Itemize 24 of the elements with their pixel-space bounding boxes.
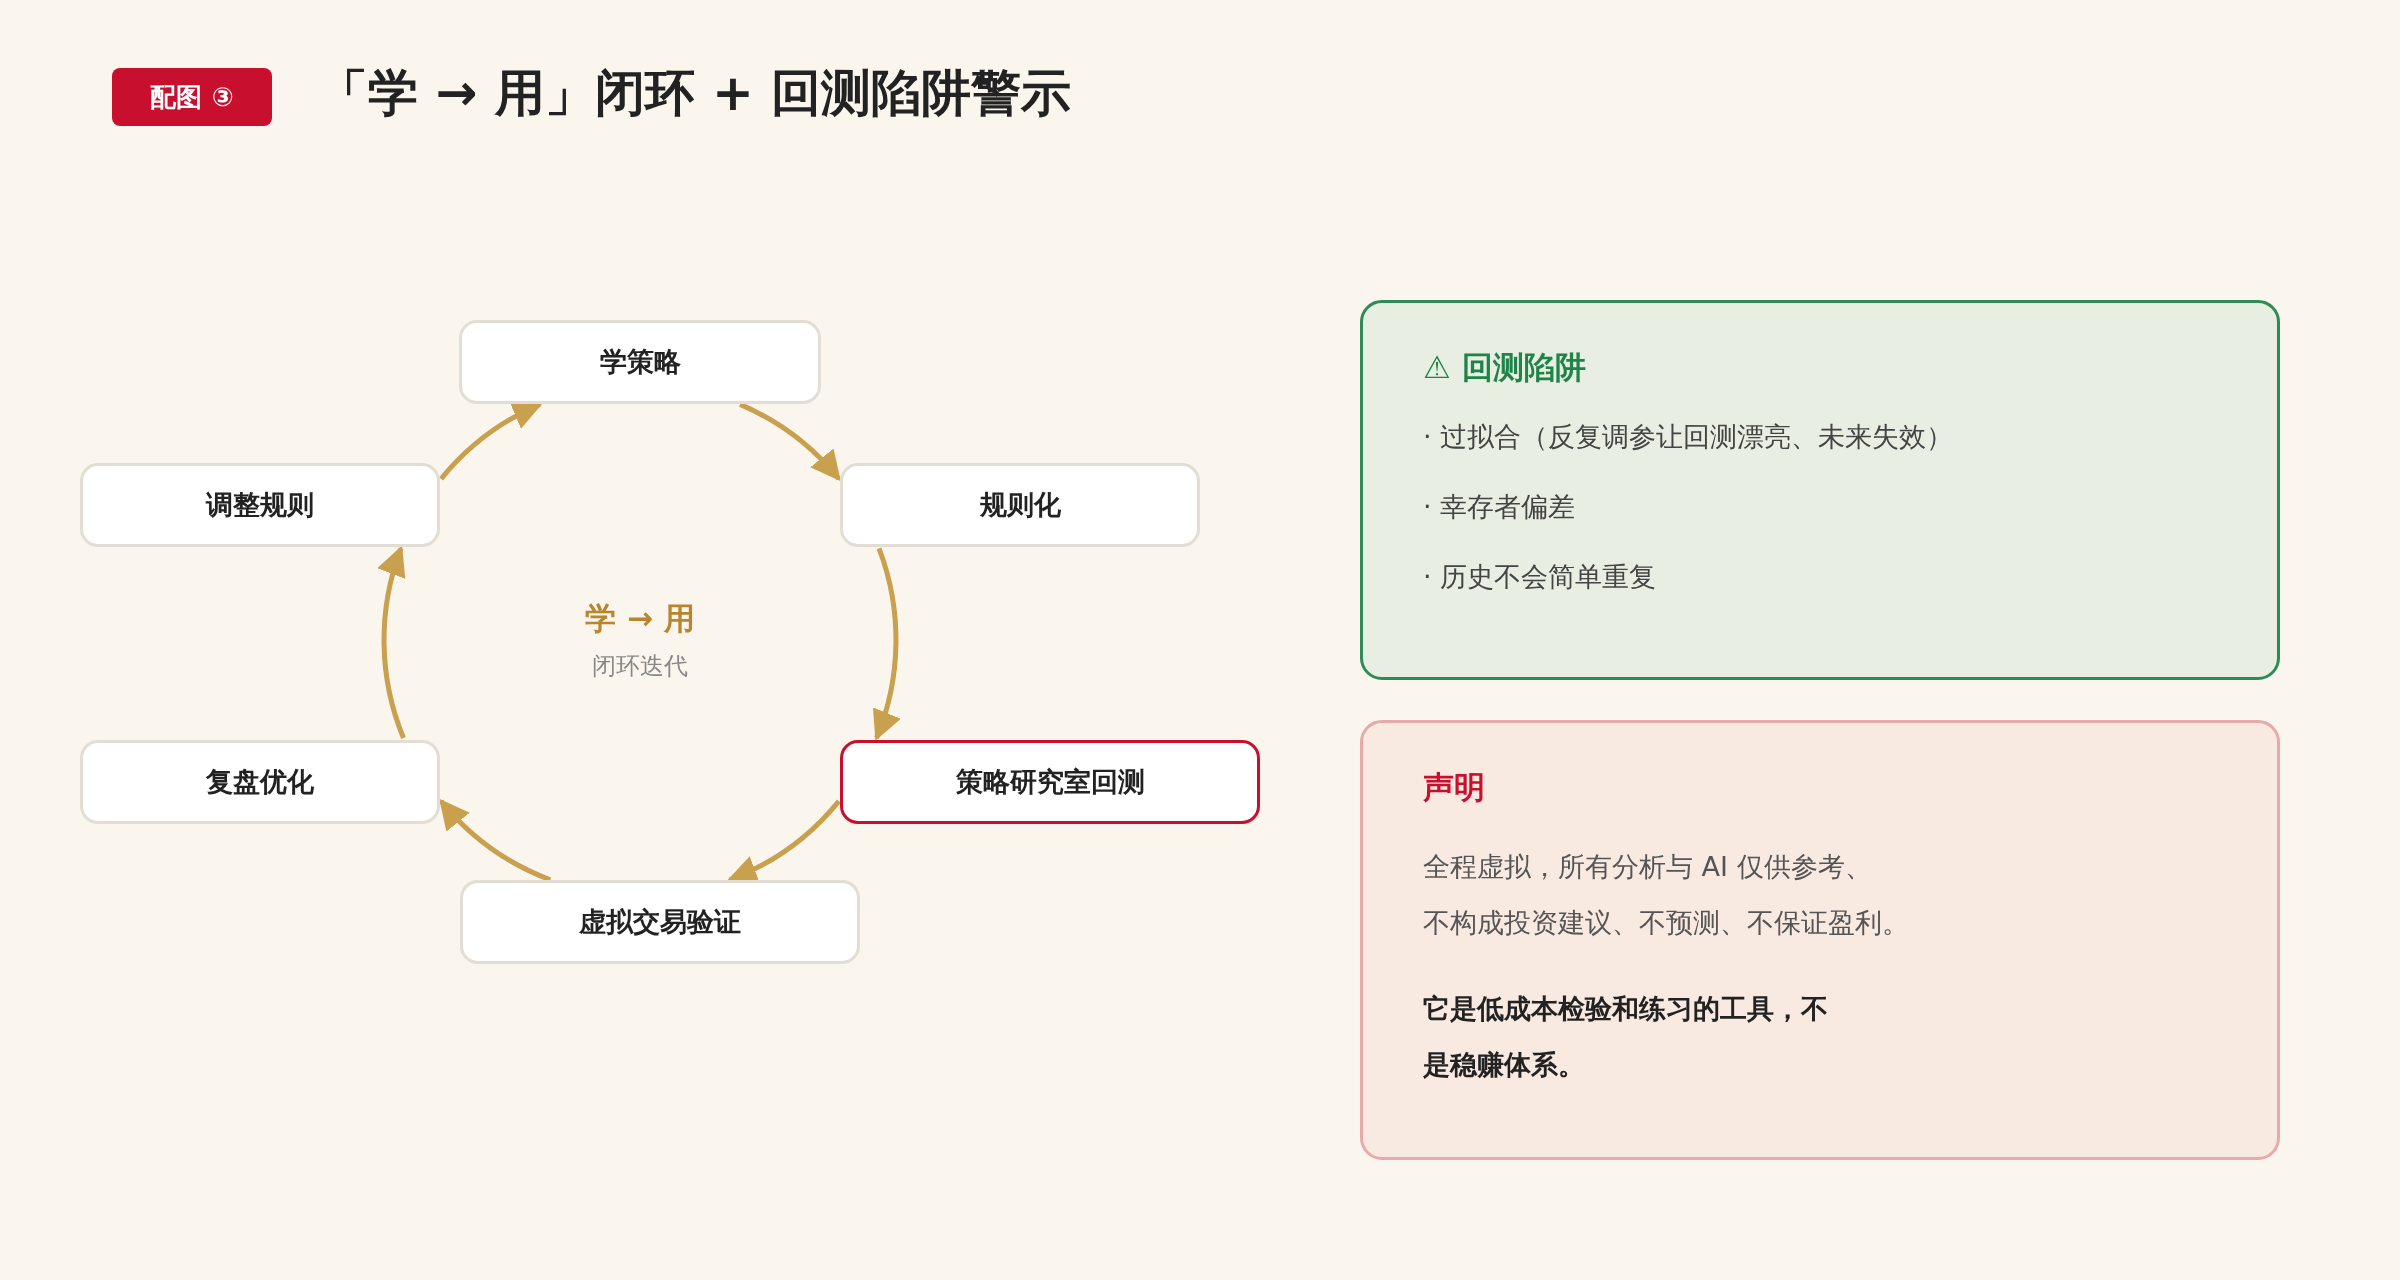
center-subtitle: 闭环迭代 [591,651,689,682]
cycle-arrow [738,402,841,482]
list-item: · 幸存者偏差 [1423,490,1577,524]
center-title: 学 → 用 [584,599,696,638]
warning-card [1360,300,2280,680]
notice-text: 不构成投资建议、不预测、不保证盈利。 [1423,906,1910,940]
card-heading: ⚠ 回测陷阱 [1423,348,1587,387]
cycle-arrow [439,402,543,481]
list-item: · 历史不会简单重复 [1423,560,1658,594]
step-box: 复盘优化 [80,740,440,824]
notice-card [1360,720,2280,1160]
notice-text: 它是低成本检验和练习的工具，不是稳赚体系。 [1423,992,1829,1082]
step-box: 虚拟交易验证 [460,880,860,964]
cycle-arrow [871,547,900,741]
notice-text: 全程虚拟，所有分析与 AI 仅供参考、 [1423,850,1873,884]
card-heading: 声明 [1423,768,1486,807]
cycle-arrow [378,545,408,739]
figure-badge: 配图 ③ [112,68,272,126]
page-title: 「学 → 用」闭环 + 回测陷阱警示 [318,63,1072,124]
step-box: 调整规则 [80,463,440,547]
step-box: 策略研究室回测 [840,740,1260,824]
step-box: 学策略 [459,320,821,404]
list-item: · 过拟合（反复调参让回测漂亮、未来失效） [1423,420,1955,454]
step-box: 规则化 [840,463,1200,547]
